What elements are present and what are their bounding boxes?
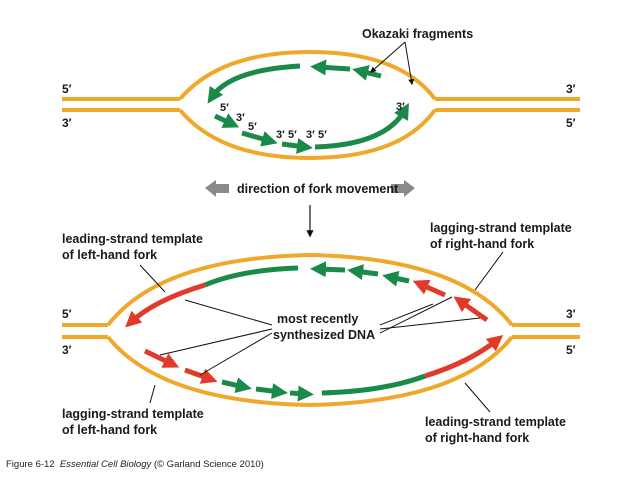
- leading-left-label: leading-strand template of left-hand for…: [62, 232, 206, 262]
- okazaki-pointers: [370, 41, 415, 86]
- inner-label: 5′: [318, 129, 327, 141]
- top-end-3-right: 3′: [566, 82, 576, 96]
- left-gray-arrow-icon: [205, 180, 229, 197]
- leading-strand-right-red: [424, 334, 504, 379]
- credit: (© Garland Science 2010): [153, 459, 264, 470]
- leading-strand-left-red: [125, 282, 206, 328]
- top-leading-strand-right: [314, 103, 409, 150]
- okazaki-fragment-new: [453, 296, 489, 323]
- inner-label: 5′: [288, 129, 297, 141]
- right-gray-arrow-icon: [391, 180, 415, 197]
- direction-label: direction of fork movement: [237, 182, 399, 196]
- leading-strand-left-green: [204, 265, 299, 288]
- okazaki-fragment: [289, 385, 314, 402]
- inner-label: 5′: [248, 121, 257, 133]
- okazaki-label: Okazaki fragments: [362, 27, 473, 41]
- leading-strand-right-green: [321, 373, 426, 396]
- inner-label: 3′: [306, 129, 315, 141]
- okazaki-fragment: [213, 113, 240, 128]
- okazaki-fragment: [382, 270, 410, 287]
- okazaki-fragment: [281, 138, 313, 154]
- okazaki-fragment-new: [143, 348, 180, 368]
- fork-direction: direction of fork movement: [205, 180, 415, 238]
- okazaki-fragment: [221, 377, 252, 394]
- inner-label: 3′: [236, 112, 245, 124]
- top-daughter-strands: [207, 59, 409, 154]
- leading-right-label: leading-strand template of right-hand fo…: [425, 415, 569, 445]
- okazaki-fragment-new: [184, 367, 218, 384]
- bottom-end-5-right: 5′: [566, 343, 576, 357]
- okazaki-fragment: [310, 59, 351, 76]
- inner-label: 5′: [220, 102, 229, 114]
- figure-number: Figure 6-12: [6, 459, 55, 470]
- inner-label: 3′: [276, 129, 285, 141]
- bottom-end-3-right: 3′: [566, 307, 576, 321]
- book-title: Essential Cell Biology: [59, 459, 152, 470]
- bottom-end-5-left: 5′: [62, 307, 72, 321]
- figure-caption: Figure 6-12 Essential Cell Biology (© Ga…: [6, 459, 264, 470]
- okazaki-fragment: [310, 261, 346, 278]
- okazaki-fragment: [347, 264, 379, 280]
- inner-label: 3′: [396, 101, 405, 113]
- bottom-parental-strands: [62, 252, 580, 408]
- bottom-bottom-daughter: [143, 334, 504, 402]
- top-replication-bubble: Okazaki fragments 5′ 3′ 3′ 5′ 5′ 3′ 5′ 3…: [62, 27, 580, 161]
- top-end-5-right: 5′: [566, 116, 576, 130]
- bottom-replication-bubble: leading-strand template of left-hand for…: [62, 221, 580, 445]
- bottom-top-daughter: [125, 261, 489, 328]
- top-end-5-left: 5′: [62, 82, 72, 96]
- okazaki-fragment-new: [412, 279, 447, 298]
- bottom-end-3-left: 3′: [62, 343, 72, 357]
- lagging-right-label: lagging-strand template of right-hand fo…: [430, 221, 575, 251]
- top-leading-strand-left: [207, 63, 301, 104]
- bottom-pointers: [139, 251, 504, 413]
- top-end-3-left: 3′: [62, 116, 72, 130]
- recent-dna-label: most recently synthesized DNA: [273, 312, 375, 342]
- top-parental-strands: [62, 49, 580, 161]
- okazaki-fragment: [241, 130, 278, 147]
- okazaki-fragment: [352, 65, 382, 81]
- top-inner-end-labels: 5′ 3′ 5′ 3′ 5′ 3′ 5′ 3′: [220, 101, 405, 141]
- okazaki-fragment: [255, 383, 288, 399]
- lagging-left-label: lagging-strand template of left-hand for…: [62, 407, 207, 437]
